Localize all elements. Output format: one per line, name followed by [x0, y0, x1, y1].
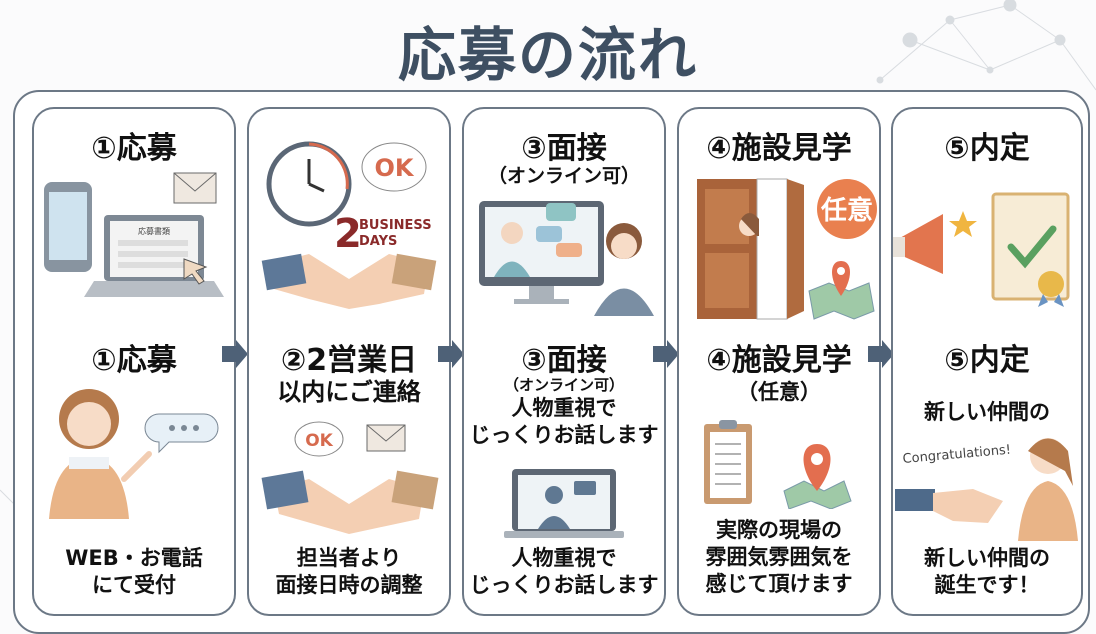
- step-1-bottom-text-line-2: にて受付: [92, 573, 176, 597]
- network-decoration-icon: [876, 0, 1096, 91]
- step-1-card: ①応募 応募書類 ①応募 WEB・お電話 にて受付: [32, 107, 236, 616]
- congratulations-handshake-icon: Congratulations!: [895, 438, 1078, 541]
- step-4-card: ④施設見学 任意 ④施設見学 （任意） 実際の現場の 雰囲気雰囲気を 感じて頂け…: [677, 107, 881, 616]
- step-2-mid-heading: ②2営業日: [280, 343, 418, 378]
- step-3-bottom-text-line-1: 人物重視で: [511, 546, 617, 570]
- step-4-mid-heading: ④施設見学: [706, 343, 852, 378]
- step-5-top-heading: ⑤内定: [944, 131, 1030, 166]
- arrow-right-icon: [438, 340, 464, 368]
- step-2-mid-sub: 以内にご連絡: [277, 378, 421, 406]
- optional-badge: 任意: [820, 195, 873, 226]
- business-label: BUSINESS: [359, 218, 432, 233]
- step-3-top-heading: ③面接: [521, 131, 607, 166]
- step-4-bottom-text-line-2: 雰囲気雰囲気を: [705, 545, 853, 569]
- step-3-mid-sub-line-1: （オンライン可）: [503, 376, 624, 394]
- arrow-right-icon: [222, 340, 248, 368]
- step-3-bottom-text-line-2: じっくりお話します: [469, 573, 659, 597]
- step-2-bottom-text-line-2: 面接日時の調整: [275, 573, 423, 597]
- step-4-bottom-text-line-1: 実際の現場の: [716, 518, 842, 542]
- step-5-bottom-text-line-2: 誕生です！: [934, 573, 1040, 597]
- step-1-mid-heading: ①応募: [91, 343, 177, 378]
- form-label: 応募書類: [138, 226, 170, 236]
- arrow-right-icon: [653, 340, 679, 368]
- ok-badge-small: OK: [305, 431, 333, 451]
- staff-woman-icon: [49, 389, 219, 519]
- congratulations-text: Congratulations!: [902, 443, 1012, 467]
- arrow-right-icon: [868, 340, 894, 368]
- online-interview-icon: [479, 201, 654, 316]
- step-4-mid-sub: （任意）: [737, 380, 821, 404]
- laptop-phone-icon: 応募書類: [44, 172, 224, 297]
- step-5-mid-heading: ⑤内定: [944, 343, 1030, 378]
- step-5-card: ⑤内定 ⑤内定 新しい仲間の Congratulations! 新しい仲間の 誕…: [891, 107, 1083, 616]
- page-title: 応募の流れ: [397, 21, 698, 89]
- step-3-mid-sub-line-2: 人物重視で: [511, 396, 617, 420]
- days-label: DAYS: [359, 234, 397, 249]
- step-1-top-heading: ①応募: [91, 131, 177, 166]
- step-3-card: ③面接 （オンライン可） ③面接 （オンライン可） 人物重視で じっくりお話しま…: [462, 107, 666, 616]
- clipboard-map-icon: [704, 420, 852, 509]
- video-call-laptop-icon: [504, 469, 624, 538]
- step-2-bottom-text-line-1: 担当者より: [296, 546, 402, 570]
- step-1-bottom-text-line-1: WEB・お電話: [65, 546, 203, 570]
- clock-handshake-icon: OK 2 BUSINESS DAYS: [261, 141, 437, 309]
- step-5-bottom-text-line-1: 新しい仲間の: [924, 546, 1050, 570]
- door-map-icon: 任意: [697, 178, 877, 320]
- step-3-mid-sub-line-3: じっくりお話します: [469, 423, 659, 447]
- step-2-card: OK 2 BUSINESS DAYS ②2営業日 以内にご連絡 OK 担当者より…: [247, 107, 451, 616]
- step-4-top-heading: ④施設見学: [706, 131, 852, 166]
- step-4-bottom-text-line-3: 感じて頂けます: [705, 572, 853, 596]
- two-badge: 2: [334, 211, 362, 257]
- step-5-mid-sub: 新しい仲間の: [924, 400, 1050, 424]
- step-3-top-sub: （オンライン可）: [487, 165, 640, 187]
- megaphone-certificate-icon: [893, 192, 1070, 307]
- step-3-mid-heading: ③面接: [521, 343, 607, 378]
- ok-badge: OK: [375, 154, 415, 182]
- handshake-ok-icon: OK: [261, 421, 439, 534]
